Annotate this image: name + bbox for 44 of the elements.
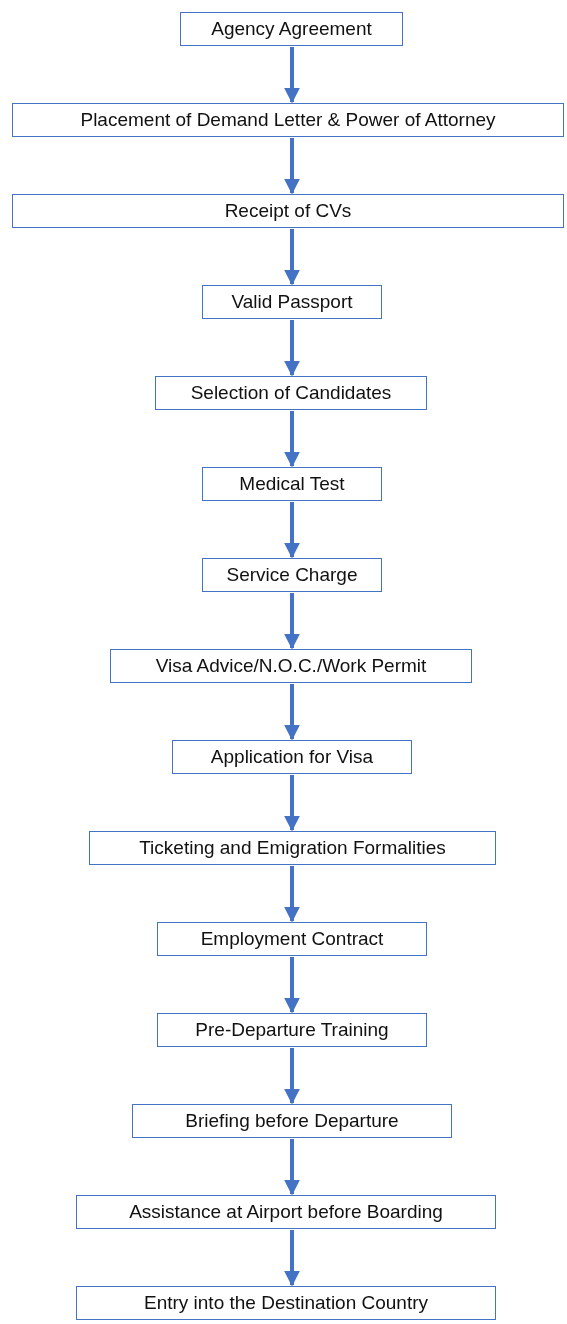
process-box [202,285,382,319]
arrow [284,47,300,104]
process-box [76,1195,496,1229]
step-label: Assistance at Airport before Boarding [129,1200,443,1224]
arrow [284,1048,300,1105]
step-label: Receipt of CVs [224,199,352,223]
arrow [284,684,300,741]
arrow [284,138,300,195]
process-box [76,1286,496,1320]
arrow [284,320,300,377]
arrow [284,775,300,832]
step-label: Placement of Demand Letter & Power of Attorney [80,108,496,132]
arrow [284,411,300,468]
process-box [172,740,412,774]
process-box [180,12,403,46]
step-label: Service Charge [226,563,358,587]
step-label: Selection of Candidates [190,381,392,405]
process-box [110,649,472,683]
arrow [284,957,300,1014]
step-label: Ticketing and Emigration Formalities [139,836,446,860]
step-label: Briefing before Departure [185,1109,399,1133]
arrow [284,502,300,559]
arrow [284,866,300,923]
process-box [89,831,496,865]
step-label: Pre-Departure Training [195,1018,389,1042]
step-label: Visa Advice/N.O.C./Work Permit [155,654,427,678]
step-label: Medical Test [239,472,345,496]
arrow [284,1139,300,1196]
arrow [284,1230,300,1287]
step-label: Application for Visa [210,745,374,769]
step-label: Valid Passport [231,290,353,314]
process-box [202,467,382,501]
process-box [132,1104,452,1138]
process-box [157,1013,427,1047]
step-label: Agency Agreement [211,17,372,41]
arrow [284,593,300,650]
process-box [12,194,564,228]
process-box [155,376,427,410]
step-label: Entry into the Destination Country [143,1291,429,1315]
arrow [284,229,300,286]
process-box [202,558,382,592]
process-box [12,103,564,137]
step-label: Employment Contract [200,927,384,951]
process-box [157,922,427,956]
